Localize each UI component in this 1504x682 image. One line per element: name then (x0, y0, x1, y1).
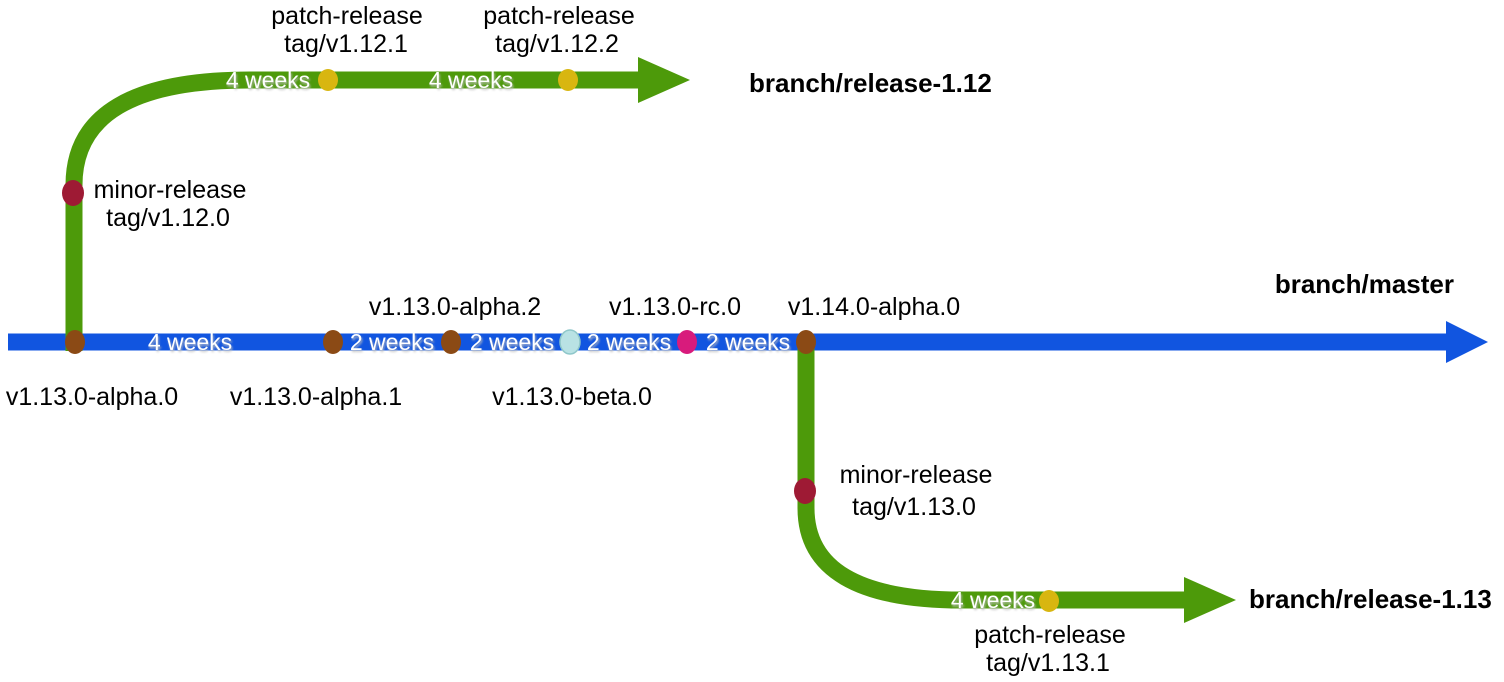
commit-dot-v1-13-0-alpha-0 (65, 330, 85, 354)
tag-label-v1-13-0-alpha-2: v1.13.0-alpha.2 (368, 293, 542, 321)
minor-release-title-v1-12-0: minor-release (93, 176, 247, 204)
arrowhead-release-1-12 (638, 57, 690, 103)
commit-dot-v1-13-0-rc-0 (677, 330, 697, 354)
tag-label-v1-13-0: tag/v1.13.0 (852, 493, 976, 521)
patch-release-dot-v1-12-2 (558, 69, 578, 91)
tag-label-v1-13-0-alpha-1: v1.13.0-alpha.1 (229, 383, 403, 411)
branch-label-release-1-12: branch/release-1.12 (749, 68, 992, 98)
tag-label-v1-12-2: tag/v1.12.2 (495, 30, 619, 58)
patch-release-dot-v1-13-1 (1039, 590, 1059, 612)
minor-release-dot-v1-13-0 (794, 478, 816, 504)
tag-label-v1-13-0-alpha-0: v1.13.0-alpha.0 (5, 383, 179, 411)
interval-label-release12-2: 4 weeks (428, 67, 514, 93)
interval-label-master-2: 2 weeks (349, 329, 435, 355)
tag-label-v1-13-1: tag/v1.13.1 (986, 649, 1110, 677)
patch-release-title-v1-13-1: patch-release (974, 621, 1126, 649)
branch-line-release-1-13 (797, 336, 1186, 609)
arrowhead-release-1-13 (1184, 577, 1236, 623)
branch-label-master: branch/master (1274, 269, 1454, 299)
tag-label-v1-14-0-alpha-0: v1.14.0-alpha.0 (787, 293, 961, 321)
patch-release-title-v1-12-2: patch-release (483, 2, 635, 30)
tag-label-v1-13-0-rc-0: v1.13.0-rc.0 (608, 293, 742, 321)
interval-label-master-1: 4 weeks (147, 329, 233, 355)
branch-line-release-1-12 (65, 71, 642, 351)
interval-label-master-3: 2 weeks (469, 329, 555, 355)
patch-release-dot-v1-12-1 (318, 69, 338, 91)
tag-label-v1-12-0: tag/v1.12.0 (106, 204, 230, 232)
commit-dot-v1-13-0-alpha-2 (441, 330, 461, 354)
minor-release-title-v1-13-0: minor-release (839, 461, 993, 489)
interval-label-master-5: 2 weeks (705, 329, 791, 355)
interval-label-master-4: 2 weeks (586, 329, 672, 355)
arrowhead-master (1446, 321, 1488, 363)
tag-label-v1-12-1: tag/v1.12.1 (284, 30, 408, 58)
tag-label-v1-13-0-beta-0: v1.13.0-beta.0 (492, 383, 652, 411)
commit-dot-v1-13-0-alpha-1 (323, 330, 343, 354)
patch-release-title-v1-12-1: patch-release (271, 2, 423, 30)
minor-release-dot-v1-12-0 (62, 180, 84, 206)
branch-label-release-1-13: branch/release-1.13 (1249, 584, 1492, 614)
commit-dot-v1-13-0-beta-0 (559, 329, 581, 355)
commit-dot-v1-14-0-alpha-0 (796, 330, 816, 354)
interval-label-release12-1: 4 weeks (225, 67, 311, 93)
interval-label-release13-1: 4 weeks (950, 587, 1036, 613)
